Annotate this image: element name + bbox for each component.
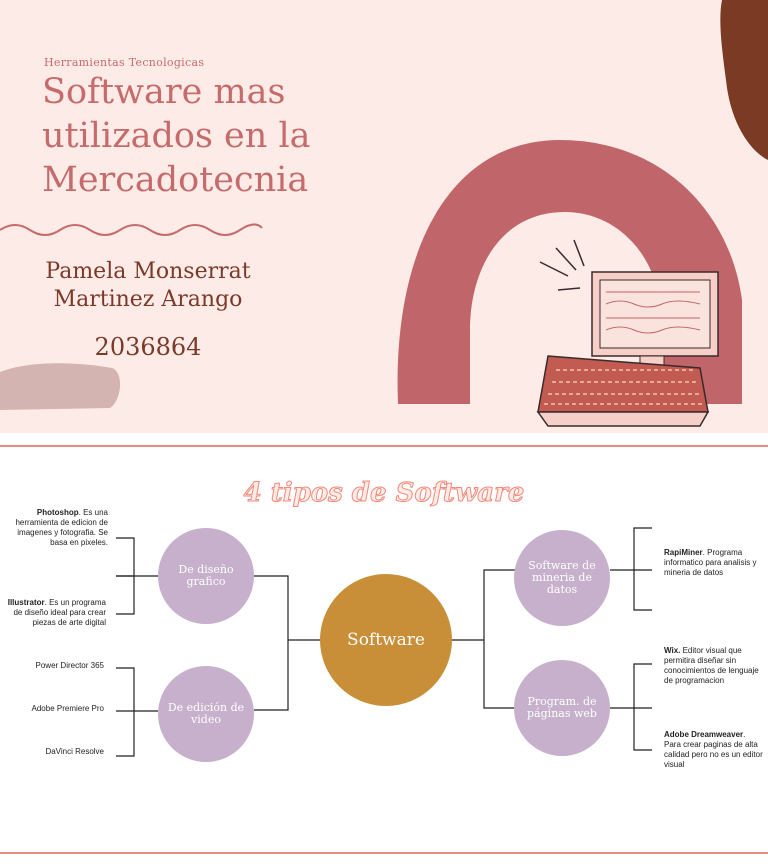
arch-shape — [397, 140, 742, 404]
title-slide: Herramientas Tecnologicas Software mas u… — [0, 0, 768, 433]
connector-lines — [116, 527, 652, 757]
note-wix: Wix. Editor visual que permitira diseñar… — [664, 646, 768, 686]
note-dreamweaver-name: Adobe Dreamweaver — [664, 730, 744, 739]
background-decoration — [0, 0, 768, 427]
author-name: Pamela Monserrat Martinez Arango — [18, 258, 278, 314]
note-rapidminer-text: . Programa informatico para analisis y m… — [664, 548, 757, 577]
wavy-line — [0, 223, 263, 236]
note-power-director: Power Director 365 — [35, 661, 104, 670]
note-photoshop: Photoshop. Es una herramienta de edicion… — [2, 508, 108, 548]
note-premiere: Adobe Premiere Pro — [31, 704, 104, 713]
title-line: Software mas — [42, 72, 286, 112]
center-node-software: Software — [320, 574, 452, 706]
branch-node-design: De diseño grafico — [158, 528, 254, 624]
note-rapidminer-name: RapiMiner — [664, 548, 703, 557]
note-illustrator: Illustrator. Es un programa de diseño id… — [2, 598, 106, 628]
author-line: Martinez Arango — [53, 287, 243, 312]
page-title: Software mas utilizados en la Mercadotec… — [42, 70, 311, 202]
slide-divider-bottom — [0, 852, 768, 854]
slide-divider — [0, 445, 768, 447]
note-rapidminer: RapiMiner. Programa informatico para ana… — [664, 548, 764, 578]
diagram-title: 4 tipos de Software — [243, 478, 525, 509]
note-photoshop-name: Photoshop — [36, 508, 79, 517]
pink-blob-shape — [0, 363, 121, 410]
student-id: 2036864 — [94, 333, 202, 361]
note-wix-name: Wix. — [664, 646, 681, 655]
note-illustrator-text: . Es un programa de diseño ideal para cr… — [13, 598, 106, 627]
branch-node-web: Program. de páginas web — [514, 660, 610, 756]
note-davinci: DaVinci Resolve — [45, 747, 104, 756]
author-line: Pamela Monserrat — [45, 259, 251, 284]
note-dreamweaver: Adobe Dreamweaver. Para crear paginas de… — [664, 730, 764, 770]
note-illustrator-name: Illustrator — [7, 598, 45, 607]
subtitle: Herramientas Tecnologicas — [44, 56, 205, 69]
computer-illustration — [536, 239, 719, 427]
note-wix-text: Editor visual que permitira diseñar sin … — [664, 646, 759, 685]
branch-node-data-mining: Software de mineria de datos — [514, 530, 610, 626]
title-line: utilizados en la — [42, 116, 311, 156]
note-photoshop-text: . Es una herramienta de edicion de image… — [15, 508, 108, 547]
note-dreamweaver-text: . Para crear paginas de alta calidad per… — [664, 730, 763, 769]
branch-node-video: De edición de video — [158, 666, 254, 762]
brown-blob-shape — [720, 0, 768, 160]
title-line: Mercadotecnia — [42, 160, 309, 200]
